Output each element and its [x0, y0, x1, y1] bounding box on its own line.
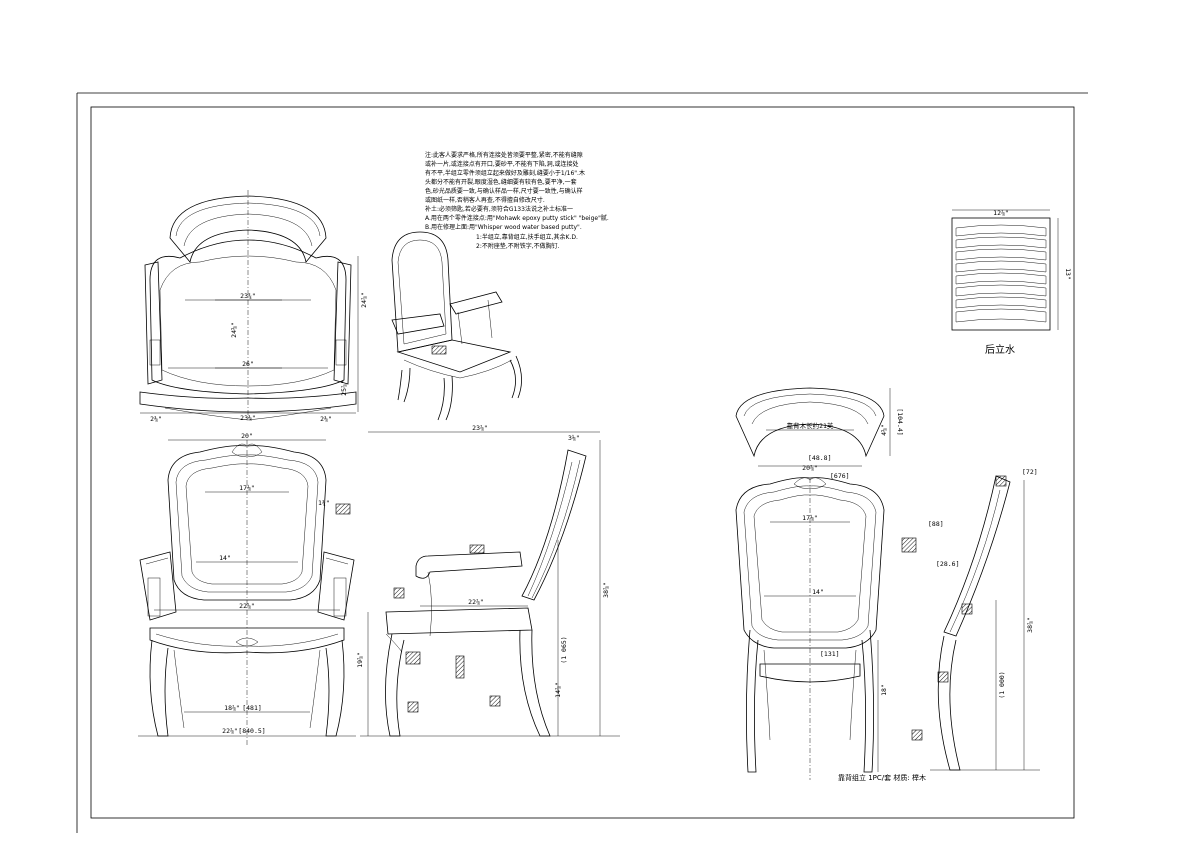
- note-line: 或图纸一样,否稍客人再查,不得擅自修改尺寸.: [425, 196, 545, 204]
- top-plan-view: 23¾" 26" 24⅝" 23⅜" 2⅜" 2⅜" 24⅞" 25⅞": [139, 190, 368, 423]
- dim-label: 20⅞": [802, 464, 818, 472]
- dim-label: [28.6]: [936, 560, 959, 568]
- back-assembly-top-view: 靠背木长约21英 20⅞" [48.8] [104.4] 4⅝": [735, 387, 904, 472]
- dim-label: 13": [1064, 268, 1072, 280]
- general-notes: 注:此客人要求严格,所有连接处皆须要平整,紧密,不能有缝隙 或补一片,或连接点有…: [425, 151, 609, 250]
- dim-label: 14⅞": [554, 682, 562, 698]
- dim-label: [481]: [242, 704, 262, 712]
- dim-label: 22⅝": [239, 602, 255, 610]
- side-elevation-view: 23⅞" 3⅛" 22⅞" 38⅞" (1 065) 19⅞" 14⅞": [356, 424, 620, 737]
- dim-label: [48.8]: [808, 454, 831, 462]
- dim-label: 38⅞": [1026, 617, 1034, 633]
- dim-label: 14": [812, 588, 824, 596]
- note-line: 色,砂光品质要一致,与确认样品一样,尺寸要一致性,与确认样: [425, 187, 583, 195]
- back-slat-title: 后立水: [985, 343, 1015, 356]
- back-slat-detail: 12⅞" 13" 后立水: [951, 209, 1072, 356]
- dim-label: 12⅞": [993, 209, 1009, 217]
- dim-label: 24⅞": [360, 292, 368, 308]
- dim-label: 22⅞": [222, 727, 238, 735]
- front-elevation-view: 20" 17⅛" 14" 22⅝" 18⅞" [481] 22⅞" [840.5…: [138, 432, 356, 745]
- back-assembly-front-view: 17⅛" [676] 14" [131] [88] [28.6] 18" 靠背组…: [735, 472, 959, 782]
- dim-label: 23⅞": [472, 424, 488, 432]
- note-line: 头都分不能有开裂,眼度湿色,缝细要有较有色,要平净,一套: [425, 178, 577, 186]
- sheet-border: [76, 92, 1088, 833]
- note-line: B.用在修理上面:用"Whisper wood water based putt…: [425, 223, 582, 231]
- dim-label: 靠背木长约21英: [787, 421, 834, 430]
- dim-label: 38⅞": [602, 582, 610, 598]
- note-line: 1:半组立,靠背组立,扶手组立,其余K.D.: [476, 233, 578, 241]
- dim-label: 25⅞": [340, 380, 348, 396]
- dim-label: [840.5]: [238, 727, 265, 735]
- dim-label: (1 000): [998, 671, 1006, 698]
- note-line: A.用在两个零件连接点:用"Mohawk epoxy putty stick" …: [425, 214, 609, 222]
- note-line: 有不平,半组立零件须组立起来做好及雕刻,缝要小于1/16".木: [425, 169, 585, 177]
- dim-label: 20": [241, 432, 253, 440]
- note-line: 注:此客人要求严格,所有连接处皆须要平整,紧密,不能有缝隙: [425, 151, 583, 159]
- dim-label: 19⅞": [356, 652, 364, 668]
- dim-label: 3⅛": [568, 433, 580, 442]
- dim-label: [104.4]: [896, 408, 904, 435]
- dim-label: [131]: [820, 650, 840, 658]
- dim-label: 14": [219, 554, 231, 562]
- dim-label: [676]: [830, 472, 850, 480]
- note-line: 或补一片,或连接点有开口,要砂平,不能有下陷,洞,或连接处: [425, 160, 579, 168]
- dim-label: 2⅜": [320, 414, 332, 423]
- dim-label: 26": [242, 360, 254, 368]
- dim-label: 23¾": [240, 292, 256, 300]
- back-assembly-side-view: [72] 38⅞" (1 000): [930, 468, 1040, 771]
- dim-label: 18⅞": [224, 704, 240, 712]
- dim-label: (1 065): [560, 636, 568, 663]
- dim-label: 18": [880, 684, 888, 696]
- dim-label: 23⅜": [240, 413, 256, 422]
- dim-label: 1¾": [318, 499, 330, 507]
- isometric-chair-view: [391, 231, 522, 421]
- dim-label: [88]: [928, 520, 944, 528]
- dim-label: 17⅛": [239, 483, 255, 492]
- note-line: 补土:必须筛匙,若必要有,须符合G133法说之补土标准一: [425, 205, 573, 213]
- dim-label: [72]: [1022, 468, 1038, 476]
- dim-label: 2⅜": [150, 414, 162, 423]
- note-line: 2:不附座垫,不附铁字,不做胸钉.: [476, 242, 560, 250]
- dim-label: 17⅛": [802, 513, 818, 522]
- dim-label: 4⅝": [880, 424, 888, 436]
- dim-label: 24⅝": [230, 322, 238, 338]
- back-assembly-caption: 靠背组立 1PC/套 材质: 榉木: [838, 773, 926, 782]
- dim-label: 22⅞": [468, 598, 484, 606]
